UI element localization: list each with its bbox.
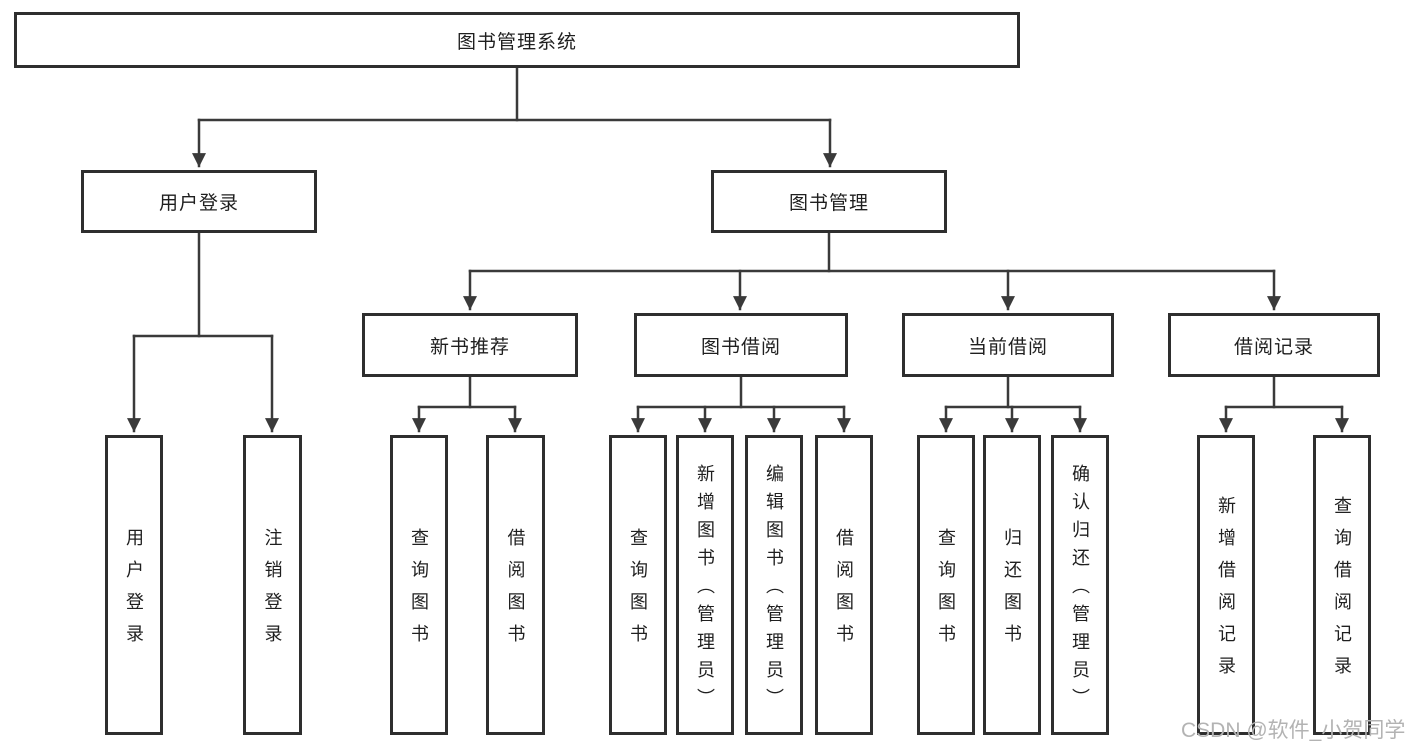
node-borrow-records: 借阅记录 — [1168, 313, 1380, 377]
leaf-edit-book-admin: 编辑图书（管理员） — [745, 435, 803, 735]
leaf-add-book-admin: 新增图书（管理员） — [676, 435, 734, 735]
node-book-management: 图书管理 — [711, 170, 947, 233]
node-book-borrow: 图书借阅 — [634, 313, 848, 377]
csdn-watermark: CSDN @软件_小贺同学 — [1181, 719, 1405, 742]
leaf-edit-book-admin-label: 编辑图书（管理员） — [764, 464, 784, 716]
connectors-current-borrow-children — [939, 375, 1087, 433]
leaf-query-borrow-record: 查询借阅记录 — [1313, 435, 1371, 735]
leaf-add-borrow-record-label: 新增借阅记录 — [1216, 496, 1236, 688]
node-book-borrow-label: 图书借阅 — [700, 336, 781, 358]
leaf-query-books-current: 查询图书 — [917, 435, 975, 735]
node-borrow-records-label: 借阅记录 — [1233, 336, 1314, 358]
connectors-borrow-records-children — [1219, 375, 1349, 433]
leaf-query-books-borrow-label: 查询图书 — [628, 528, 648, 656]
leaf-user-login-label: 用户登录 — [124, 528, 144, 656]
connectors-book-borrow-children — [631, 375, 851, 433]
connectors-user-login-children — [127, 231, 279, 433]
leaf-borrow-books-recommend-label: 借阅图书 — [505, 528, 526, 656]
node-book-management-label: 图书管理 — [788, 193, 869, 214]
leaf-return-book-label: 归还图书 — [1002, 528, 1022, 656]
leaf-confirm-return-admin-label: 确认归还（管理员） — [1070, 464, 1090, 716]
leaf-borrow-books-label: 借阅图书 — [834, 528, 854, 656]
leaf-logout-label: 注销登录 — [262, 528, 283, 656]
node-new-book-recommend-label: 新书推荐 — [429, 336, 510, 358]
node-new-book-recommend: 新书推荐 — [362, 313, 578, 377]
node-user-login-label: 用户登录 — [158, 193, 239, 214]
node-current-borrow-label: 当前借阅 — [967, 336, 1048, 358]
leaf-query-books-current-label: 查询图书 — [936, 528, 956, 656]
connectors-book-management-to-level3 — [463, 231, 1281, 311]
leaf-add-book-admin-label: 新增图书（管理员） — [695, 464, 715, 716]
leaf-add-borrow-record: 新增借阅记录 — [1197, 435, 1255, 735]
leaf-query-books-recommend-label: 查询图书 — [409, 528, 429, 656]
connectors-root-to-level2 — [192, 66, 837, 168]
connectors-new-book-recommend-children — [412, 375, 522, 433]
leaf-user-login: 用户登录 — [105, 435, 163, 735]
leaf-return-book: 归还图书 — [983, 435, 1041, 735]
node-current-borrow: 当前借阅 — [902, 313, 1114, 377]
leaf-borrow-books: 借阅图书 — [815, 435, 873, 735]
leaf-query-books-recommend: 查询图书 — [390, 435, 448, 735]
leaf-borrow-books-recommend: 借阅图书 — [486, 435, 545, 735]
node-user-login: 用户登录 — [81, 170, 317, 233]
leaf-logout: 注销登录 — [243, 435, 302, 735]
node-root-label: 图书管理系统 — [456, 31, 577, 53]
leaf-confirm-return-admin: 确认归还（管理员） — [1051, 435, 1109, 735]
leaf-query-books-borrow: 查询图书 — [609, 435, 667, 735]
node-root: 图书管理系统 — [14, 12, 1020, 68]
leaf-query-borrow-record-label: 查询借阅记录 — [1332, 496, 1352, 688]
